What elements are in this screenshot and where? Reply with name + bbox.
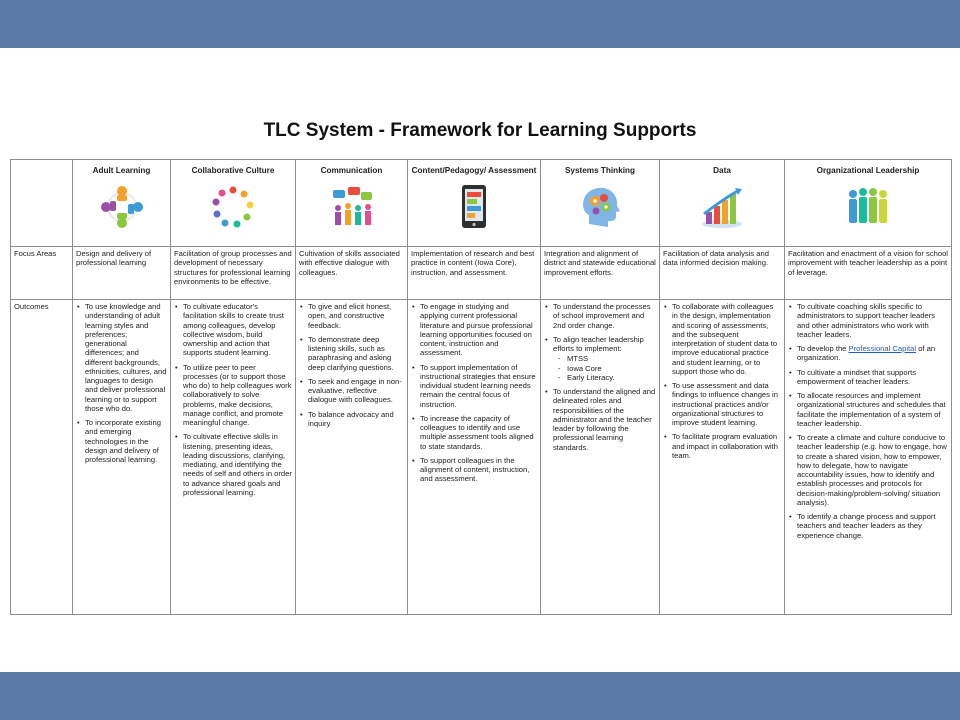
page-title: TLC System - Framework for Learning Supp… — [263, 120, 697, 141]
outcomes-cell: To engage in studying and applying curre… — [407, 299, 541, 615]
outcome-item: To support colleagues in the alignment o… — [412, 456, 537, 484]
outcome-item: To utilize peer to peer processes (or to… — [175, 363, 292, 428]
professional-capital-link[interactable]: Professional Capital — [848, 344, 917, 353]
outcomes-cell: To cultivate educator's facilitation ski… — [170, 299, 296, 615]
speech-bubbles-people-icon — [329, 184, 375, 230]
outcome-item: To use knowledge and understanding of ad… — [77, 302, 167, 413]
focus-cell: Implementation of research and best prac… — [407, 246, 541, 300]
outcome-item-text: To align teacher leadership efforts to i… — [553, 334, 644, 353]
people-silhouettes-icon — [845, 184, 891, 230]
outcome-item-suffix: of an organization. — [797, 344, 936, 363]
outcome-item-text: To develop the — [797, 344, 847, 353]
outcome-item: To identify a change process and support… — [789, 512, 948, 540]
sub-list-item: Iowa Core — [558, 364, 656, 374]
sub-list-item: MTSS — [558, 354, 656, 364]
bottom-banner — [0, 672, 960, 720]
focus-cell: Facilitation and enactment of a vision f… — [784, 246, 952, 300]
focus-cell: Facilitation of data analysis and data i… — [659, 246, 785, 300]
outcome-item: To incorporate existing and emerging tec… — [77, 418, 167, 464]
sub-list: MTSS Iowa Core Early Literacy. — [553, 354, 656, 382]
row-label-focus-areas: Focus Areas — [10, 246, 73, 300]
row-label-outcomes: Outcomes — [10, 299, 73, 615]
focus-cell: Cultivation of skills associated with ef… — [295, 246, 408, 300]
column-header-label: Adult Learning — [92, 166, 151, 175]
framework-table: Adult Learning Collaborative Culture — [10, 159, 952, 615]
column-header-label: Collaborative Culture — [191, 166, 275, 175]
outcome-item: To support implementation of instruction… — [412, 363, 537, 409]
outcome-item: To demonstrate deep listening skills, su… — [300, 335, 404, 372]
outcomes-cell: To understand the processes of school im… — [540, 299, 660, 615]
header-data: Data — [659, 159, 785, 247]
outcome-item: To cultivate effective skills in listeni… — [175, 432, 292, 497]
header-communication: Communication — [295, 159, 408, 247]
outcome-item: To facilitate program evaluation and imp… — [664, 432, 781, 460]
outcome-item: To use assessment and data findings to i… — [664, 381, 781, 427]
outcome-item: To cultivate educator's facilitation ski… — [175, 302, 292, 358]
outcome-item: To cultivate coaching skills specific to… — [789, 302, 948, 339]
header-organizational-leadership: Organizational Leadership — [784, 159, 952, 247]
header-content-pedagogy-assessment: Content/Pedagogy/ Assessment — [407, 159, 541, 247]
column-header-label: Organizational Leadership — [816, 166, 920, 175]
outcome-item: To understand the aligned and delineated… — [545, 387, 656, 452]
corner-cell — [10, 159, 73, 247]
focus-cell: Facilitation of group processes and deve… — [170, 246, 296, 300]
outcomes-cell: To use knowledge and understanding of ad… — [72, 299, 171, 615]
outcomes-cell: To cultivate coaching skills specific to… — [784, 299, 952, 615]
focus-cell: Integration and alignment of district an… — [540, 246, 660, 300]
header-collaborative-culture: Collaborative Culture — [170, 159, 296, 247]
outcome-item: To align teacher leadership efforts to i… — [545, 334, 656, 383]
focus-cell: Design and delivery of professional lear… — [72, 246, 171, 300]
outcome-item: To understand the processes of school im… — [545, 302, 656, 330]
bar-chart-icon — [699, 184, 745, 230]
outcome-item: To increase the capacity of colleagues t… — [412, 414, 537, 451]
tablet-icon — [451, 184, 497, 230]
outcome-item: To give and elicit honest, open, and con… — [300, 302, 404, 330]
outcomes-cell: To give and elicit honest, open, and con… — [295, 299, 408, 615]
header-adult-learning: Adult Learning — [72, 159, 171, 247]
outcome-item: To allocate resources and implement orga… — [789, 391, 948, 428]
focus-areas-row: Focus Areas Design and delivery of profe… — [10, 246, 952, 300]
column-header-label: Content/Pedagogy/ Assessment — [411, 166, 537, 175]
outcome-item: To seek and engage in non-evaluative, re… — [300, 377, 404, 405]
column-header-label: Systems Thinking — [564, 166, 636, 175]
outcome-item: To collaborate with colleagues in the de… — [664, 302, 781, 376]
sub-list-item: Early Literacy. — [558, 373, 656, 383]
collaboration-ring-icon — [210, 184, 256, 230]
outcome-item: To develop the Professional Capital of a… — [789, 344, 948, 363]
outcome-item: To cultivate a mindset that supports emp… — [789, 368, 948, 387]
outcome-item: To balance advocacy and inquiry — [300, 410, 404, 429]
outcome-item: To create a climate and culture conduciv… — [789, 433, 948, 507]
column-header-label: Communication — [320, 166, 383, 175]
header-systems-thinking: Systems Thinking — [540, 159, 660, 247]
outcomes-cell: To collaborate with colleagues in the de… — [659, 299, 785, 615]
people-circle-icon — [99, 184, 145, 230]
head-gears-icon — [577, 184, 623, 230]
outcome-item: To engage in studying and applying curre… — [412, 302, 537, 358]
top-banner — [0, 0, 960, 48]
outcomes-row: Outcomes To use knowledge and understand… — [10, 299, 952, 615]
column-header-label: Data — [713, 166, 731, 175]
